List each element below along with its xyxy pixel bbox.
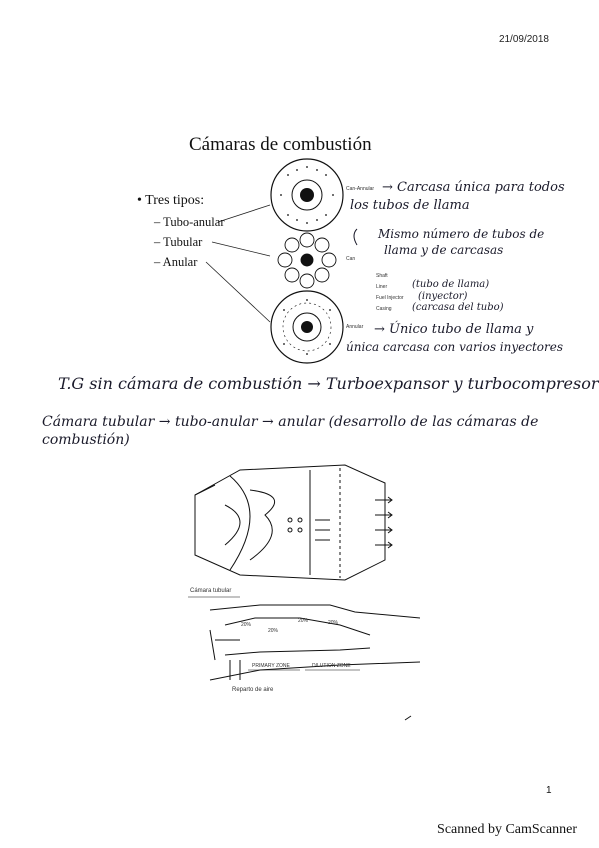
note-annular-1: → Único tubo de llama y [374,322,534,337]
label-annular: Annular [346,324,364,330]
tubular-chamber-illustration [194,464,393,581]
stray-mark [404,715,412,721]
can-annular-cross-section [270,158,344,232]
note-legend-casing: (carcasa del tubo) [412,302,504,313]
type-anular: – Anular [154,255,198,269]
legend-shaft: Shaft [376,273,388,279]
note-camara-line-1: Cámara tubular → tubo-anular → anular (d… [42,414,539,430]
pct-label-d: 20% [328,620,339,626]
label-can-annular: Can-Annular [346,186,375,192]
note-legend-liner: (tubo de llama) [412,279,490,290]
note-can-1: Mismo número de tubos de [378,227,545,241]
legend-liner: Liner [376,284,388,290]
pct-label-c: 20% [298,618,309,624]
note-can-2: llama y de carcasas [384,243,504,257]
note-annular-2: única carcasa con varios inyectores [346,340,564,354]
caption-reparto: Reparto de aire [232,687,274,693]
annular-cross-section [270,290,344,364]
page-title: Cámaras de combustión [189,134,372,155]
scanner-watermark: Scanned by CamScanner [437,822,577,837]
label-dilution-zone: DILUTION ZONE [312,663,351,669]
legend-fuel-injector: Fuel Injector [376,295,404,301]
can-cross-section [277,232,337,289]
label-can: Can [346,256,356,262]
note-can-annular-1: → Carcasa única para todos [382,180,565,195]
airflow-schematic [209,604,421,681]
pct-label-a: 20% [241,622,252,628]
leader-line [217,204,271,223]
date: 21/09/2018 [498,34,549,45]
brace-mark [353,228,358,246]
leader-line [211,241,271,257]
caption-camara-tubular: Cámara tubular [190,588,232,594]
note-camara-line-2: combustión) [42,432,130,448]
bullet-heading: • Tres tipos: [137,193,205,208]
type-tubular: – Tubular [154,235,203,249]
pct-label-b: 20% [268,628,279,634]
note-can-annular-2: los tubos de llama [350,198,470,213]
note-tg-line: T.G sin cámara de combustión → Turboexpa… [58,374,599,393]
note-legend-injector: (inyector) [418,291,468,302]
label-primary-zone: PRIMARY ZONE [252,663,290,669]
leader-line [205,261,271,323]
type-tubo-anular: – Tubo-anular [154,215,225,229]
page-number: 1 [546,785,552,796]
legend-casing: Casing [376,306,392,312]
